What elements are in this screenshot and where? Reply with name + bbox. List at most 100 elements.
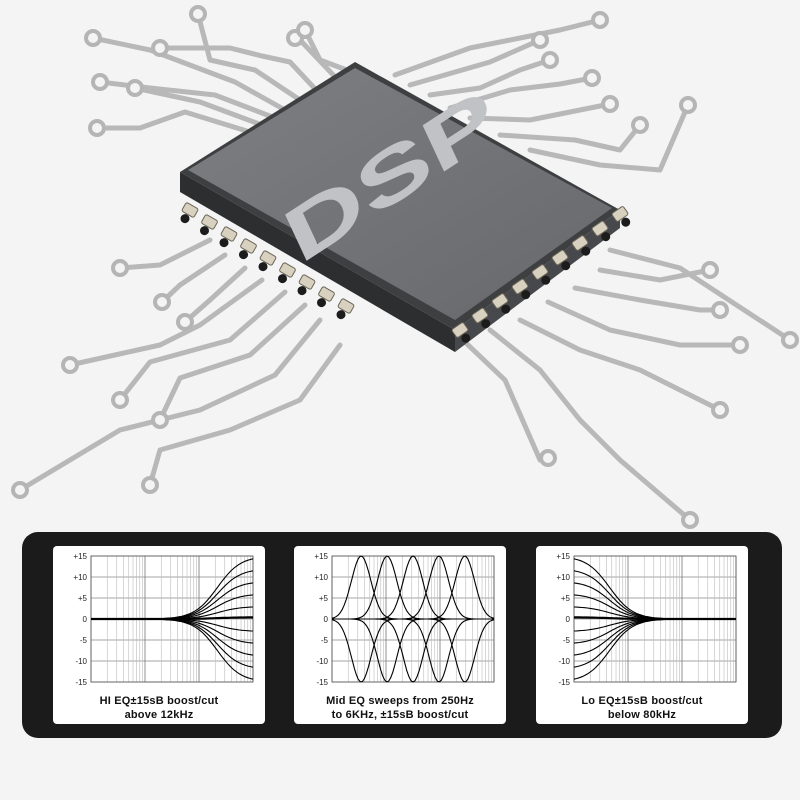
eq-curve bbox=[573, 618, 736, 644]
lo-eq-caption-line2: below 80kHz bbox=[607, 709, 677, 721]
trace-pad bbox=[711, 301, 729, 319]
eq-tick-label: -10 bbox=[316, 657, 328, 666]
eq-tick-label: -5 bbox=[321, 636, 329, 645]
eq-curve bbox=[91, 618, 254, 668]
eq-curve bbox=[573, 618, 736, 632]
circuit-trace bbox=[157, 302, 308, 423]
eq-curves bbox=[573, 558, 736, 680]
chip-pin bbox=[451, 322, 471, 343]
trace-pad bbox=[141, 476, 159, 494]
eq-tick-label: +15 bbox=[556, 552, 570, 561]
eq-tick-label: 0 bbox=[566, 615, 571, 624]
eq-curve bbox=[91, 594, 254, 620]
eq-tick-label: +5 bbox=[319, 594, 329, 603]
eq-tick-label: -10 bbox=[558, 657, 570, 666]
hi-eq-graph: +15+10+50-5-10-15 bbox=[73, 552, 254, 687]
eq-curve bbox=[332, 618, 494, 683]
eq-tick-label: +10 bbox=[314, 573, 328, 582]
eq-curve bbox=[332, 555, 495, 620]
eq-curve bbox=[331, 555, 494, 620]
eq-tick-label: 0 bbox=[83, 615, 88, 624]
trace-pad bbox=[539, 449, 557, 467]
eq-curve bbox=[574, 616, 736, 621]
eq-curve bbox=[332, 555, 494, 620]
trace-pad bbox=[11, 481, 29, 499]
trace-pad bbox=[126, 79, 144, 97]
mid-eq-graph: +15+10+50-5-10-15 bbox=[314, 552, 495, 687]
eq-tick-label: 0 bbox=[324, 615, 329, 624]
eq-tick-label: +10 bbox=[556, 573, 570, 582]
chip-pin bbox=[531, 264, 551, 285]
trace-pad bbox=[153, 293, 171, 311]
circuit-trace bbox=[447, 75, 595, 111]
chip-pin bbox=[336, 298, 355, 320]
trace-pad bbox=[681, 511, 699, 529]
eq-tick-label: -15 bbox=[75, 678, 87, 687]
trace-pads bbox=[11, 5, 799, 529]
chip-pin bbox=[551, 249, 571, 271]
chip-pin bbox=[471, 307, 491, 329]
circuit-trace bbox=[17, 317, 323, 493]
circuit-trace bbox=[132, 85, 265, 128]
chip-pin bbox=[200, 214, 218, 236]
chip-pin bbox=[611, 206, 631, 227]
circuit-trace bbox=[97, 79, 278, 121]
trace-pad bbox=[61, 356, 79, 374]
circuit-trace bbox=[597, 267, 713, 283]
trace-pad bbox=[176, 313, 194, 331]
circuit-trace bbox=[117, 237, 213, 271]
chip-pin bbox=[297, 274, 316, 296]
chip-pin bbox=[219, 226, 238, 248]
trace-pad bbox=[91, 73, 109, 91]
eq-tick-label: +10 bbox=[73, 573, 87, 582]
eq-curve bbox=[332, 618, 494, 683]
eq-tick-label: +5 bbox=[561, 594, 571, 603]
circuit-trace bbox=[90, 35, 288, 113]
lo-eq-caption-line1: Lo EQ±15sB boost/cut bbox=[581, 695, 703, 707]
circuit-trace bbox=[67, 277, 265, 368]
eq-curve bbox=[573, 618, 736, 668]
mid-eq-caption-line1: Mid EQ sweeps from 250Hz bbox=[326, 695, 474, 707]
chip-pin bbox=[278, 262, 296, 284]
hi-eq-caption-line2: above 12kHz bbox=[124, 709, 194, 721]
eq-curve bbox=[331, 618, 494, 683]
trace-pad bbox=[583, 69, 601, 87]
trace-pad bbox=[541, 51, 559, 69]
chip-pin bbox=[491, 293, 511, 314]
circuit-trace bbox=[392, 17, 603, 78]
trace-pad bbox=[151, 411, 169, 429]
chip-pin bbox=[239, 238, 257, 260]
circuit-trace bbox=[467, 101, 613, 123]
chip-pin bbox=[258, 250, 277, 272]
trace-pad bbox=[701, 261, 719, 279]
lo-eq-graph: +15+10+50-5-10-15 bbox=[556, 552, 737, 687]
eq-panel-strip: +15 +10 +5 0 -5 -10 -15 HI EQ±15sB boost/cut a… bbox=[22, 532, 782, 738]
eq-tick-label: -15 bbox=[558, 678, 570, 687]
circuit-trace bbox=[302, 27, 355, 75]
chip-pin bbox=[317, 286, 335, 308]
eq-curve bbox=[573, 570, 736, 620]
hi-eq-caption: HI EQ±15sB boost/cut above 12kHz bbox=[53, 694, 265, 722]
trace-pad bbox=[679, 96, 697, 114]
trace-pad bbox=[111, 391, 129, 409]
circuit-trace bbox=[195, 11, 303, 103]
hi-eq-caption-line1: HI EQ±15sB boost/cut bbox=[99, 695, 219, 707]
circuit-trace bbox=[607, 247, 793, 343]
trace-pad bbox=[531, 31, 549, 49]
eq-curve bbox=[332, 555, 494, 620]
chip-pin bbox=[511, 278, 531, 300]
dsp-chip: DSP bbox=[180, 62, 631, 352]
circuit-trace bbox=[94, 109, 253, 135]
trace-pad bbox=[151, 39, 169, 57]
chip-pin bbox=[591, 220, 611, 242]
circuit-trace bbox=[462, 339, 551, 463]
lo-eq-caption: Lo EQ±15sB boost/cut below 80kHz bbox=[536, 694, 748, 722]
eq-tick-label: +15 bbox=[314, 552, 328, 561]
circuit-trace bbox=[427, 57, 553, 98]
circuit-trace bbox=[117, 289, 288, 403]
trace-pad bbox=[591, 11, 609, 29]
trace-pad bbox=[781, 331, 799, 349]
